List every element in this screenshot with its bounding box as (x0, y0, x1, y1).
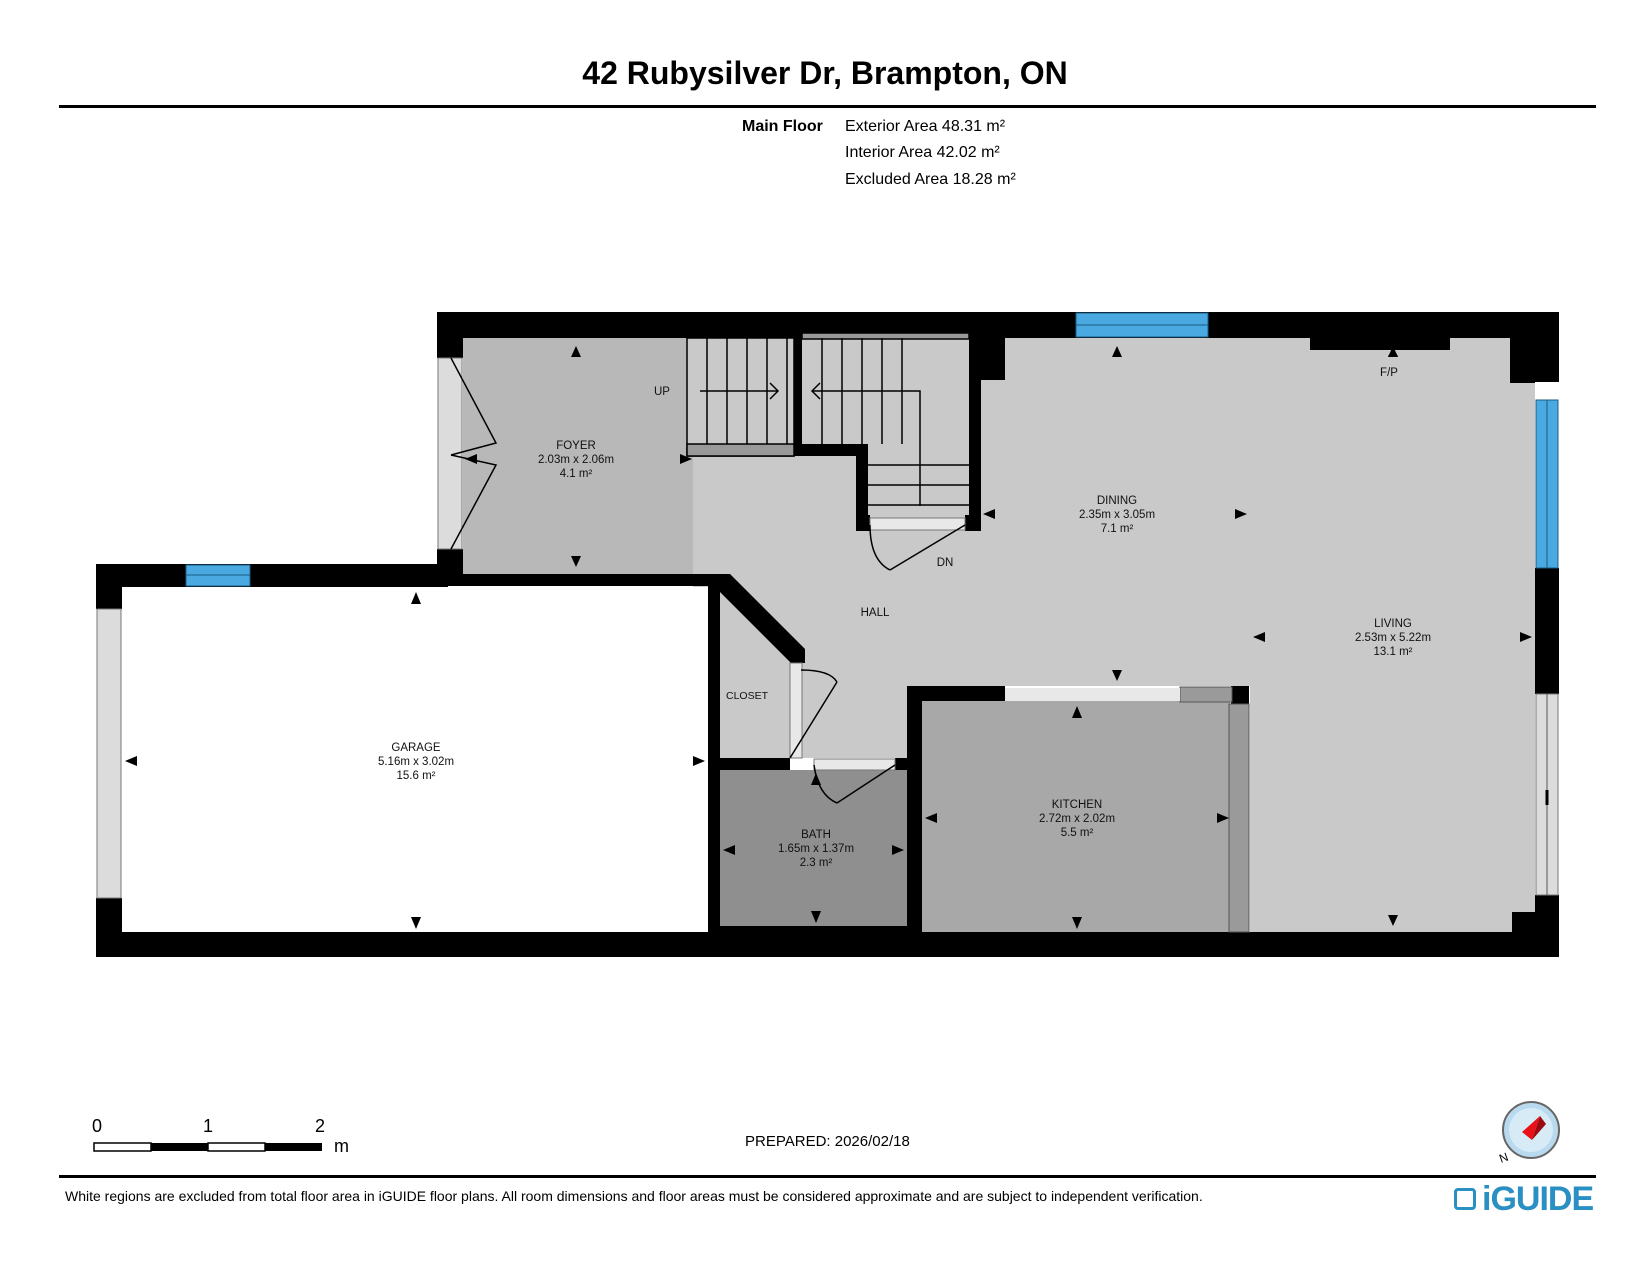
wall-garage-left-top (96, 564, 122, 609)
wall-closet-bottom (720, 758, 790, 770)
dining-dims: 2.35m x 3.05m (1079, 509, 1155, 521)
wall-stair-landing (794, 444, 856, 456)
fireplace-marker (1388, 350, 1398, 356)
garage-name: GARAGE (391, 742, 441, 754)
closet-floor (720, 586, 790, 758)
wall-stair-landing-side (856, 444, 868, 530)
floor-name: Main Floor (742, 118, 823, 135)
stairs-down (801, 332, 970, 506)
closet-door-swing (789, 669, 838, 759)
wall-top (437, 312, 1559, 338)
living-floor (1250, 338, 1535, 932)
wall-living-corner-bottom (1512, 912, 1535, 932)
fireplace (1310, 338, 1450, 350)
wall-stair-divider (794, 338, 802, 456)
wall-stair-right (969, 338, 981, 530)
brand-logo-text: iGUIDE (1482, 1180, 1594, 1218)
stairs-down-label: DN (937, 557, 954, 569)
wall-bath-post (895, 758, 907, 770)
bath-name: BATH (801, 829, 831, 841)
wall-garage-foyer (448, 574, 720, 586)
fireplace-label: F/P (1380, 367, 1398, 379)
bath-door-opening (813, 758, 896, 771)
front-door-swing (450, 357, 498, 550)
wall-kitchen-left (907, 686, 922, 932)
bath-area: 2.3 m² (800, 857, 833, 869)
dining-floor (980, 338, 1250, 686)
kitchen-opening (1005, 688, 1180, 701)
bath-door-swing (813, 764, 896, 804)
bath-dims: 1.65m x 1.37m (778, 843, 854, 855)
prepared-date: PREPARED: 2026/02/18 (745, 1133, 910, 1150)
kitchen-area: 5.5 m² (1061, 827, 1094, 839)
wall-right-middle (1535, 568, 1559, 694)
title-rule (59, 105, 1596, 108)
stairs-down-floor (802, 333, 969, 518)
garage-dims: 5.16m x 3.02m (378, 756, 454, 768)
foyer-floor (463, 338, 693, 574)
garage-area: 15.6 m² (397, 770, 436, 782)
kitchen-counter (1228, 703, 1250, 933)
wall-right-top (1535, 312, 1559, 382)
foyer-dims: 2.03m x 2.06m (538, 454, 614, 466)
basement-door-swing (869, 524, 966, 571)
dining-name: DINING (1097, 495, 1137, 507)
excluded-area: Excluded Area 18.28 m² (845, 171, 1016, 188)
exterior-area: Exterior Area 48.31 m² (845, 118, 1006, 135)
footer-rule (59, 1175, 1596, 1178)
scale-label-2: 2 (315, 1116, 326, 1136)
iguide-logo-icon (1454, 1188, 1476, 1210)
wall-garage-right (708, 586, 720, 932)
foyer-name: FOYER (556, 440, 596, 452)
bath-floor (720, 770, 907, 926)
stairs-up-floor (687, 338, 794, 456)
wall-living-corner-top (1510, 338, 1535, 383)
wall-foyer-left-top (437, 312, 463, 358)
hall-lower-floor (787, 686, 907, 758)
hall-name: HALL (861, 607, 890, 619)
wall-closet-diagonal (716, 574, 805, 663)
foyer-area: 4.1 m² (560, 468, 593, 480)
scale-unit: m (334, 1136, 349, 1156)
garage-door-opening (96, 608, 122, 899)
living-name: LIVING (1374, 618, 1412, 630)
wall-bottom (96, 932, 1559, 957)
interior-area: Interior Area 42.02 m² (845, 144, 1000, 161)
kitchen-counter-top (1179, 686, 1233, 703)
wall-bath-bottom (720, 926, 922, 932)
basement-door-opening (869, 517, 966, 531)
closet-door-opening (789, 662, 803, 759)
kitchen-dims: 2.72m x 2.02m (1039, 813, 1115, 825)
disclaimer-text: White regions are excluded from total fl… (65, 1188, 1203, 1204)
wall-garage-top (96, 564, 448, 587)
wall-kitchen-top (907, 686, 1005, 701)
dining-area: 7.1 m² (1101, 523, 1134, 535)
living-area: 13.1 m² (1374, 646, 1413, 658)
wall-stair-post (965, 515, 981, 531)
wall-kitchen-post (1231, 686, 1249, 704)
kitchen-floor (922, 700, 1230, 932)
garage-floor (122, 587, 708, 932)
stairs-up-label: UP (654, 386, 670, 398)
living-dims: 2.53m x 5.22m (1355, 632, 1431, 644)
page-title: 42 Rubysilver Dr, Brampton, ON (582, 55, 1068, 91)
scale-label-0: 0 (92, 1116, 103, 1136)
stairs-up (686, 337, 795, 457)
closet-name: CLOSET (726, 690, 769, 702)
compass-icon (1502, 1101, 1560, 1159)
scale-bar (93, 1142, 322, 1152)
kitchen-name: KITCHEN (1052, 799, 1102, 811)
compass-north-label: N (1497, 1150, 1510, 1166)
scale-label-1: 1 (203, 1116, 214, 1136)
